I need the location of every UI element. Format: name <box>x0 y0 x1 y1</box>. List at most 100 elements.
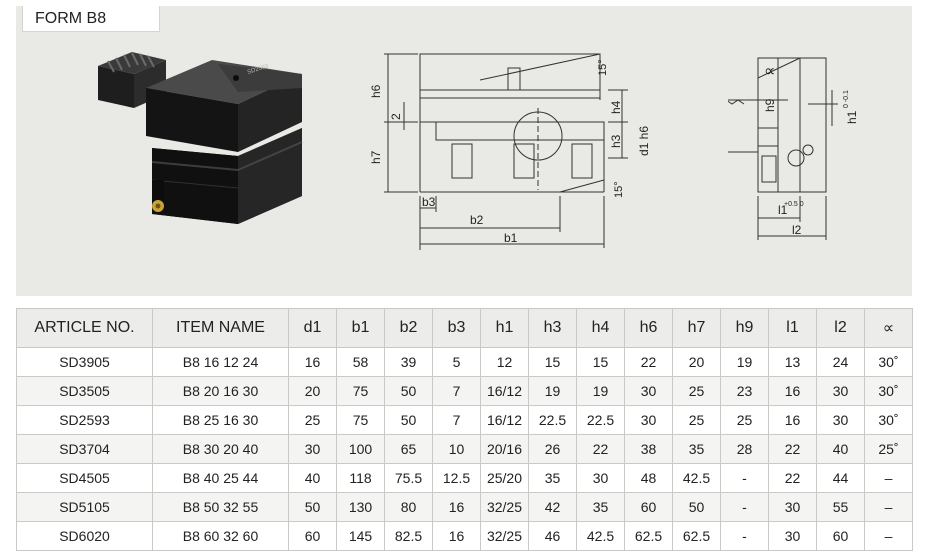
cell-b2: 82.5 <box>384 521 433 551</box>
cell-h4: 30 <box>576 463 625 493</box>
cell-h9: - <box>720 463 769 493</box>
label-h7: h7 <box>369 150 383 164</box>
col-h1: h1 <box>480 308 529 348</box>
cell-h6: 38 <box>624 434 673 464</box>
cell-h1: 25/20 <box>480 463 529 493</box>
cell-h3: 15 <box>528 347 577 377</box>
cell-article-no: SD3905 <box>16 347 153 377</box>
label-l1-tolerance: +0.5 0 <box>784 201 804 208</box>
cell-h6: 30 <box>624 376 673 406</box>
cell-l2: 55 <box>816 492 865 522</box>
cell-article-no: SD6020 <box>16 521 153 551</box>
cell-b1: 100 <box>336 434 385 464</box>
cell-b3: 16 <box>432 492 481 522</box>
cell-h1: 32/25 <box>480 521 529 551</box>
cell-h6: 48 <box>624 463 673 493</box>
label-l1: l1 <box>778 203 788 217</box>
label-h4: h4 <box>609 100 623 114</box>
cell-h7: 50 <box>672 492 721 522</box>
col-alpha: ∝ <box>864 308 913 348</box>
cell-b3: 5 <box>432 347 481 377</box>
cell-h6: 60 <box>624 492 673 522</box>
cell-h7: 25 <box>672 405 721 435</box>
cell-article-no: SD5105 <box>16 492 153 522</box>
cell-b2: 39 <box>384 347 433 377</box>
col-b3: b3 <box>432 308 481 348</box>
cell-h6: 22 <box>624 347 673 377</box>
specification-table: ARTICLE NO. ITEM NAME d1 b1 b2 b3 h1 h3 … <box>16 308 913 551</box>
cell-h1: 20/16 <box>480 434 529 464</box>
cell-l1: 22 <box>768 463 817 493</box>
cell-l2: 30 <box>816 405 865 435</box>
cell-article-no: SD4505 <box>16 463 153 493</box>
cell-h1: 12 <box>480 347 529 377</box>
col-l2: l2 <box>816 308 865 348</box>
label-l2: l2 <box>792 223 802 237</box>
cell-b3: 10 <box>432 434 481 464</box>
label-b3: b3 <box>422 195 436 209</box>
cell-b2: 80 <box>384 492 433 522</box>
cell-h9: 28 <box>720 434 769 464</box>
cell-b1: 145 <box>336 521 385 551</box>
cell-b3: 7 <box>432 405 481 435</box>
label-d1-h6-holder: d1 h6 <box>637 126 651 156</box>
cell-l1: 16 <box>768 376 817 406</box>
cell-article-no: SD3505 <box>16 376 153 406</box>
cell-h3: 26 <box>528 434 577 464</box>
label-alpha: ∝ <box>764 63 775 80</box>
label-h1: h1 <box>845 110 859 124</box>
label-h9: h9 <box>763 98 777 112</box>
cell-h3: 46 <box>528 521 577 551</box>
side-view-drawing: ∝ h9 h1 0 -0.1 l1 +0.5 0 l2 <box>728 57 859 240</box>
label-d1-h6: d1 h6 <box>637 126 651 156</box>
cell-h1: 16/12 <box>480 405 529 435</box>
cell-h9: 25 <box>720 405 769 435</box>
tool-holder-photo: SD2593 <box>98 52 303 224</box>
cell-b3: 16 <box>432 521 481 551</box>
col-h7: h7 <box>672 308 721 348</box>
cell-l2: 24 <box>816 347 865 377</box>
cell-b2: 50 <box>384 405 433 435</box>
cell-d1: 20 <box>288 376 337 406</box>
cell-d1: 25 <box>288 405 337 435</box>
cell-h4: 22.5 <box>576 405 625 435</box>
cell-l2: 40 <box>816 434 865 464</box>
cell-h4: 35 <box>576 492 625 522</box>
cell-h4: 42.5 <box>576 521 625 551</box>
cell-alpha: 30˚ <box>864 347 913 377</box>
cell-h9: 23 <box>720 376 769 406</box>
cell-h9: - <box>720 492 769 522</box>
cell-b1: 118 <box>336 463 385 493</box>
cell-item-name: B8 25 16 30 <box>152 405 289 435</box>
cell-b2: 75.5 <box>384 463 433 493</box>
cell-d1: 16 <box>288 347 337 377</box>
cell-h3: 42 <box>528 492 577 522</box>
cell-h3: 19 <box>528 376 577 406</box>
cell-b1: 75 <box>336 376 385 406</box>
cell-alpha: 30˚ <box>864 405 913 435</box>
col-article-no: ARTICLE NO. <box>16 308 153 348</box>
col-h3: h3 <box>528 308 577 348</box>
cell-h4: 22 <box>576 434 625 464</box>
cell-article-no: SD2593 <box>16 405 153 435</box>
cell-alpha: 30˚ <box>864 376 913 406</box>
cell-item-name: B8 60 32 60 <box>152 521 289 551</box>
front-view-drawing: h6 2 h7 b3 b2 b1 15° 15° h4 h3 <box>369 53 628 250</box>
table-header-row: ARTICLE NO. ITEM NAME d1 b1 b2 b3 h1 h3 … <box>16 308 913 348</box>
cell-h7: 35 <box>672 434 721 464</box>
col-h6: h6 <box>624 308 673 348</box>
col-b2: b2 <box>384 308 433 348</box>
cell-h3: 35 <box>528 463 577 493</box>
label-h1-tolerance: 0 -0.1 <box>843 90 850 108</box>
label-h6: h6 <box>369 84 383 98</box>
cell-l1: 13 <box>768 347 817 377</box>
cell-d1: 30 <box>288 434 337 464</box>
cell-h3: 22.5 <box>528 405 577 435</box>
cell-h9: - <box>720 521 769 551</box>
